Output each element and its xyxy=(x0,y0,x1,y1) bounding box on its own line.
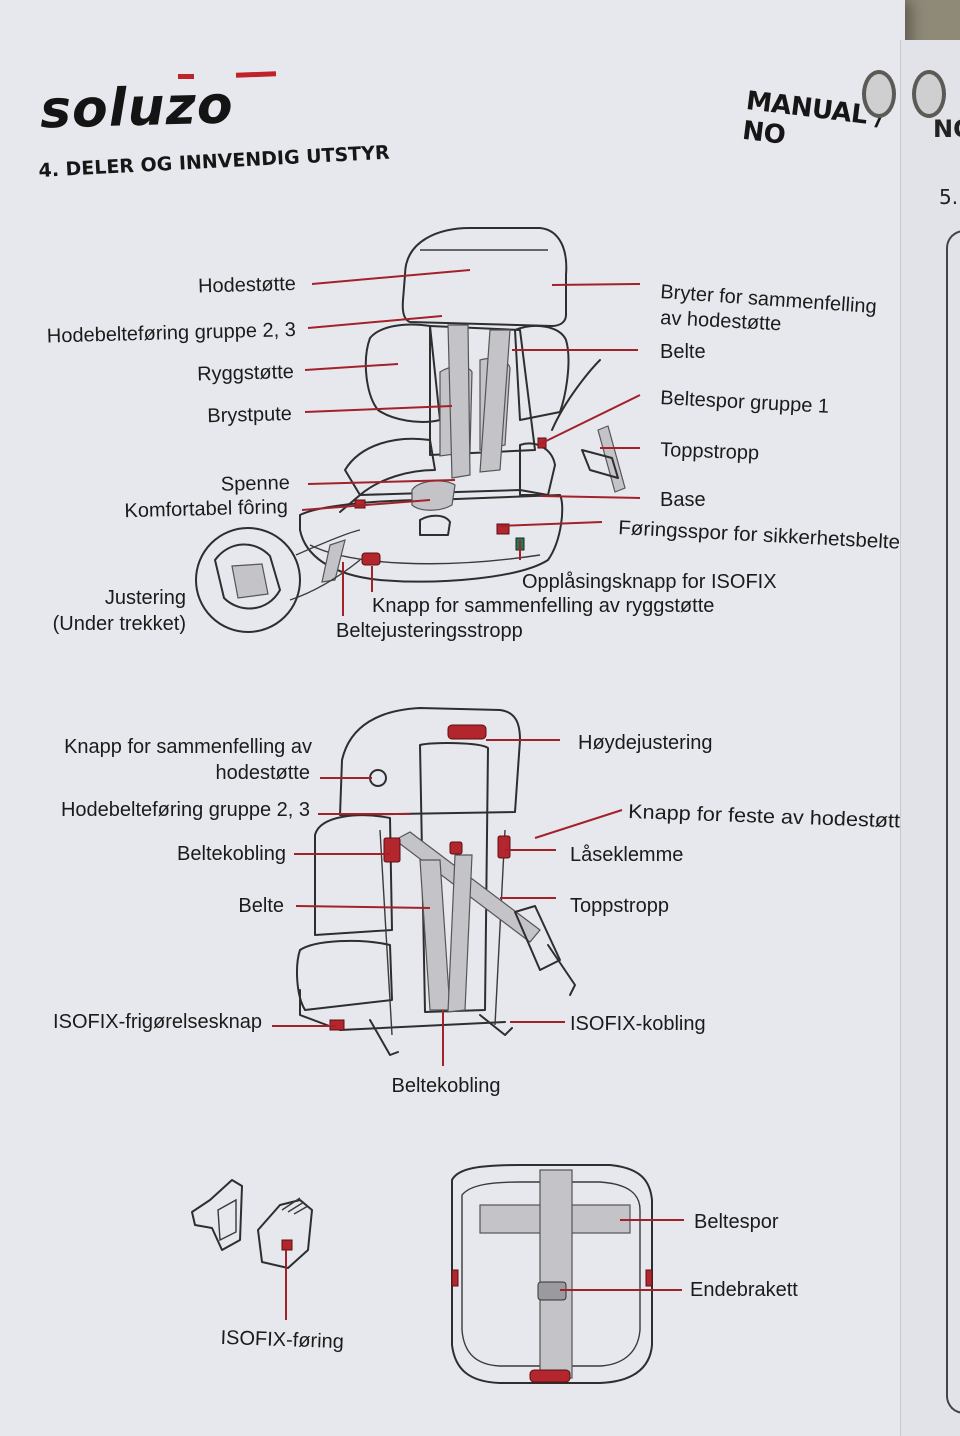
label-isofix-kobling: ISOFIX-kobling xyxy=(570,1013,706,1035)
label-beltespor-gruppe-1: Beltespor gruppe 1 xyxy=(660,387,830,418)
label-beltekobling-left: Beltekobling xyxy=(177,843,286,865)
label-justering: Justering xyxy=(105,587,186,609)
diagram1-leader-lines xyxy=(301,269,641,616)
next-page-section-number: 5. xyxy=(939,185,959,209)
label-knapp-feste-hodestotte: Knapp for feste av hodestøtte xyxy=(628,801,905,833)
seat-front-illustration xyxy=(195,227,626,633)
label-toppstropp-1: Toppstropp xyxy=(660,439,760,464)
label-hodestotte: Hodestøtte xyxy=(198,273,296,298)
label-hodebelteforing-2: Hodebelteføring gruppe 2, 3 xyxy=(61,799,310,821)
label-base: Base xyxy=(660,489,706,511)
label-komfortabel-foring: Komfortabel fôring xyxy=(124,496,288,522)
label-bryter-line2: av hodestøtte xyxy=(660,307,782,335)
label-beltespor: Beltespor xyxy=(694,1211,779,1233)
label-spenne: Spenne xyxy=(221,472,291,496)
label-hodebelteforing-1: Hodebelteføring gruppe 2, 3 xyxy=(47,319,297,348)
label-brystpute: Brystpute xyxy=(207,403,292,427)
next-page-frame xyxy=(946,230,960,1414)
parts-diagrams: Hodestøtte Hodebelteføring gruppe 2, 3 R… xyxy=(47,227,905,1384)
label-beltekobling-bottom: Beltekobling xyxy=(392,1075,501,1097)
logo-accent-bar xyxy=(178,74,194,79)
next-page-edge: NO 5. xyxy=(900,40,960,1436)
seat-base-top-illustration xyxy=(451,1164,653,1384)
diagram2-leader-lines xyxy=(272,739,623,1066)
seat-rear-illustration xyxy=(296,707,576,1056)
label-isofix-foring: ISOFIX-føring xyxy=(220,1327,344,1353)
label-hoydejustering: Høydejustering xyxy=(578,732,713,754)
binding-ring-icon xyxy=(862,70,896,118)
label-beltejusteringsstropp: Beltejusteringsstropp xyxy=(336,620,523,642)
label-opplasingsknapp: Opplåsingsknapp for ISOFIX xyxy=(522,571,777,593)
diagram2-labels: Knapp for sammenfelling av hodestøtte Ho… xyxy=(53,732,905,1097)
isofix-guide-illustration xyxy=(191,1179,313,1269)
label-belte-1: Belte xyxy=(660,341,706,363)
label-toppstropp-2: Toppstropp xyxy=(570,895,669,917)
diagram3-leader-lines xyxy=(285,1219,684,1320)
label-endebrakett: Endebrakett xyxy=(690,1279,798,1301)
next-page-header: NO xyxy=(933,115,960,143)
binding-ring-icon xyxy=(912,70,946,118)
label-laseklemme: Låseklemme xyxy=(570,844,683,866)
label-isofix-frigjoringsknapp: ISOFIX-frigørelsesknap xyxy=(53,1011,262,1033)
label-ryggstotte: Ryggstøtte xyxy=(197,361,294,386)
label-knapp-ryggstotte: Knapp for sammenfelling av ryggstøtte xyxy=(372,595,714,617)
label-knapp-sammenfelling-hode-line1: Knapp for sammenfelling av xyxy=(64,736,312,758)
label-knapp-sammenfelling-hode-line2: hodestøtte xyxy=(215,762,310,784)
label-under-trekket: (Under trekket) xyxy=(53,613,186,635)
label-foringsspor: Føringsspor for sikkerhetsbelte xyxy=(618,517,901,554)
diagram3-labels: ISOFIX-føring Beltespor Endebrakett xyxy=(220,1211,798,1353)
label-belte-2: Belte xyxy=(238,895,284,917)
manual-page: soluzo MANUAL / NO 4. DELER OG INNVENDIG… xyxy=(0,0,905,1436)
